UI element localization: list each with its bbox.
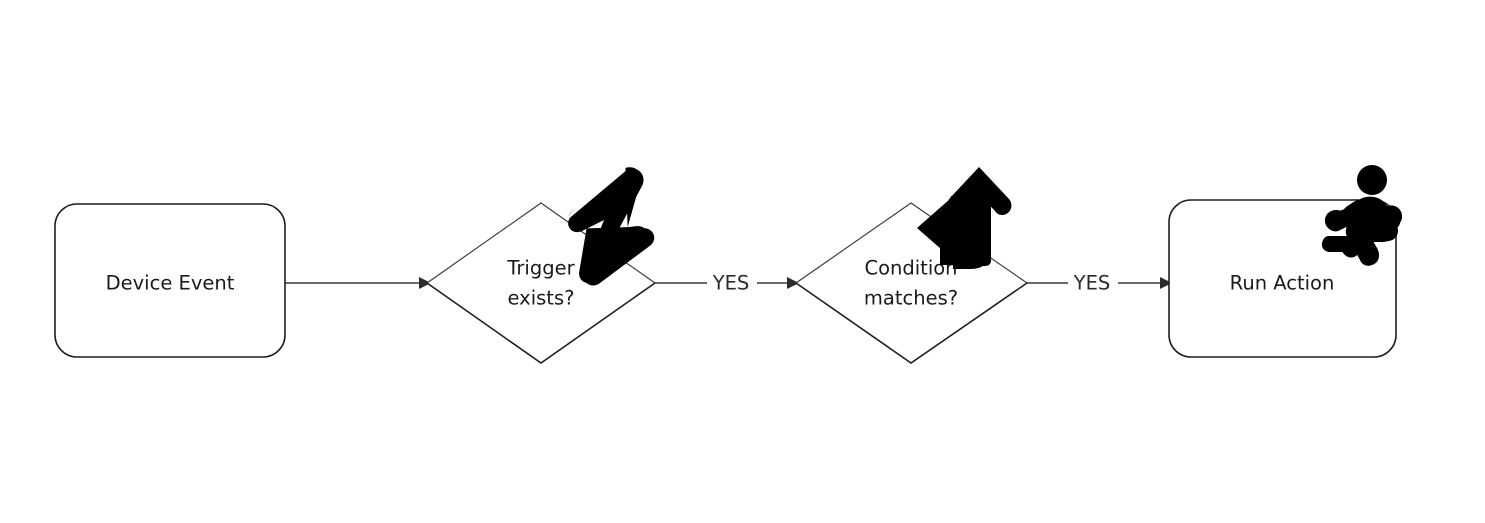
- node-run-action[interactable]: Run Action: [1168, 165, 1403, 358]
- run-action-label: Run Action: [1230, 272, 1335, 295]
- node-condition-matches[interactable]: Condition matches?: [795, 167, 1028, 364]
- edge-trigger-to-condition: YES: [655, 272, 799, 295]
- arrowhead-icon: [419, 277, 431, 289]
- condition-matches-label-line2: matches?: [864, 287, 958, 310]
- arrowhead-icon: [1160, 277, 1172, 289]
- lightning-bolt-icon: [568, 167, 655, 286]
- device-event-label: Device Event: [106, 272, 235, 295]
- running-person-icon: [1321, 165, 1403, 266]
- edge-condition-to-action: YES: [1027, 272, 1172, 295]
- branch-arrows-icon: [917, 167, 1012, 269]
- node-device-event[interactable]: Device Event: [54, 203, 286, 358]
- edge-device-to-trigger: [285, 277, 431, 289]
- condition-diamond-lower-edges: [795, 282, 1028, 364]
- condition-matches-label-line1: Condition: [864, 257, 957, 280]
- trigger-exists-label-line1: Trigger: [506, 257, 575, 280]
- trigger-diamond-lower-edges: [426, 282, 656, 364]
- edge-label-yes-1: YES: [712, 272, 750, 295]
- edge-label-yes-2: YES: [1073, 272, 1111, 295]
- device-event-shape[interactable]: [54, 203, 286, 358]
- trigger-exists-label-line2: exists?: [508, 287, 575, 310]
- arrowhead-icon: [787, 277, 799, 289]
- node-trigger-exists[interactable]: Trigger exists?: [426, 166, 656, 364]
